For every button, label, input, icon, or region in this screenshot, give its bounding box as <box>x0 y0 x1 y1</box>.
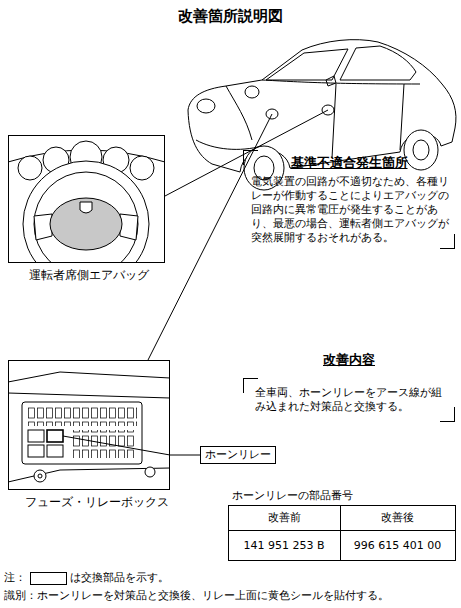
fuse-box-drawing <box>8 372 170 482</box>
callout-box: 改善内容全車両、ホーンリレーをアース線が組み込まれた対策品と交換する。 <box>243 378 455 422</box>
steering-spoke <box>34 214 52 240</box>
fuse-row <box>27 406 137 426</box>
illustration-frame: フューズ・リレーボックス <box>8 360 170 490</box>
part-box: ホーンリレー <box>200 446 276 464</box>
steering-rim <box>23 161 149 263</box>
car-wheel <box>404 130 438 170</box>
connector <box>170 455 200 456</box>
leader-line <box>170 455 200 456</box>
note-text: は交換部品を示す。 <box>70 571 169 585</box>
car-mirror <box>326 76 336 86</box>
car-windshield <box>266 49 348 80</box>
legend-box-sample <box>31 573 67 585</box>
car-bumper-line <box>196 140 262 149</box>
car-drawing <box>188 40 456 190</box>
car-hub <box>413 140 429 160</box>
callout-box: 基準不適合発生箇所電気装置の回路が不適切なため、各種リレーが作動することによりエ… <box>243 150 455 249</box>
heading: 基準不適合発生箇所 <box>243 155 455 171</box>
table-title: ホーンリレーの部品番号 <box>232 489 353 503</box>
dashboard-edge <box>8 372 170 382</box>
part-number: 996 615 401 00 <box>340 539 455 553</box>
caption: 運転者席側エアバッグ <box>29 268 149 282</box>
bolt <box>145 467 155 477</box>
bolt <box>38 474 42 478</box>
diagram-title: 改善箇所説明図 <box>0 7 461 25</box>
part-number-table <box>229 506 456 561</box>
airbag-pad <box>50 198 122 250</box>
car-hood-line <box>226 86 252 140</box>
part-name: ホーンリレー <box>201 447 275 463</box>
table-header: 改善後 <box>340 511 455 525</box>
car-door-line <box>332 84 336 158</box>
car-headlight <box>245 86 259 98</box>
leader-line <box>63 436 170 455</box>
gauge <box>130 156 154 180</box>
table-rule <box>229 530 456 531</box>
table-rule <box>340 506 341 561</box>
steering-rim <box>34 172 138 263</box>
connector-group <box>170 455 200 456</box>
note-text: 識別：ホーンリレーを対策品と交換後、リレー上面に黄色シールを貼付する。 <box>4 589 389 603</box>
fuse-box <box>22 402 142 464</box>
dashboard-edge <box>8 393 170 398</box>
relay-symbol <box>28 430 44 442</box>
fuse-row <box>72 430 136 458</box>
heading: 改善内容 <box>243 352 455 368</box>
table-header: 改善前 <box>228 511 340 525</box>
steering-spoke <box>120 214 138 240</box>
gauge <box>18 156 42 180</box>
body-text: 電気装置の回路が不適切なため、各種リレーが作動することによりエアバッグの回路内に… <box>243 175 455 249</box>
table-border <box>229 506 456 561</box>
part-number: 141 951 253 B <box>228 539 340 553</box>
horn-relay-symbol <box>47 430 63 442</box>
relay-symbol <box>47 445 63 457</box>
car-body <box>188 40 456 172</box>
emblem <box>80 202 92 213</box>
steering-wheel-drawing <box>8 135 165 263</box>
car-headlight <box>197 99 215 113</box>
note-label: 注： <box>4 571 26 585</box>
car-door-line <box>400 84 404 150</box>
relay-symbol <box>28 445 44 457</box>
bolt <box>34 470 46 482</box>
illustration-frame: 運転者席側エアバッグ <box>8 135 165 263</box>
body-text: 全車両、ホーンリレーをアース線が組み込まれた対策品と交換する。 <box>243 378 455 420</box>
caption: フューズ・リレーボックス <box>25 495 169 509</box>
car-side-window <box>340 46 416 80</box>
car-belt-line <box>262 80 420 84</box>
cover-edge <box>8 468 170 482</box>
